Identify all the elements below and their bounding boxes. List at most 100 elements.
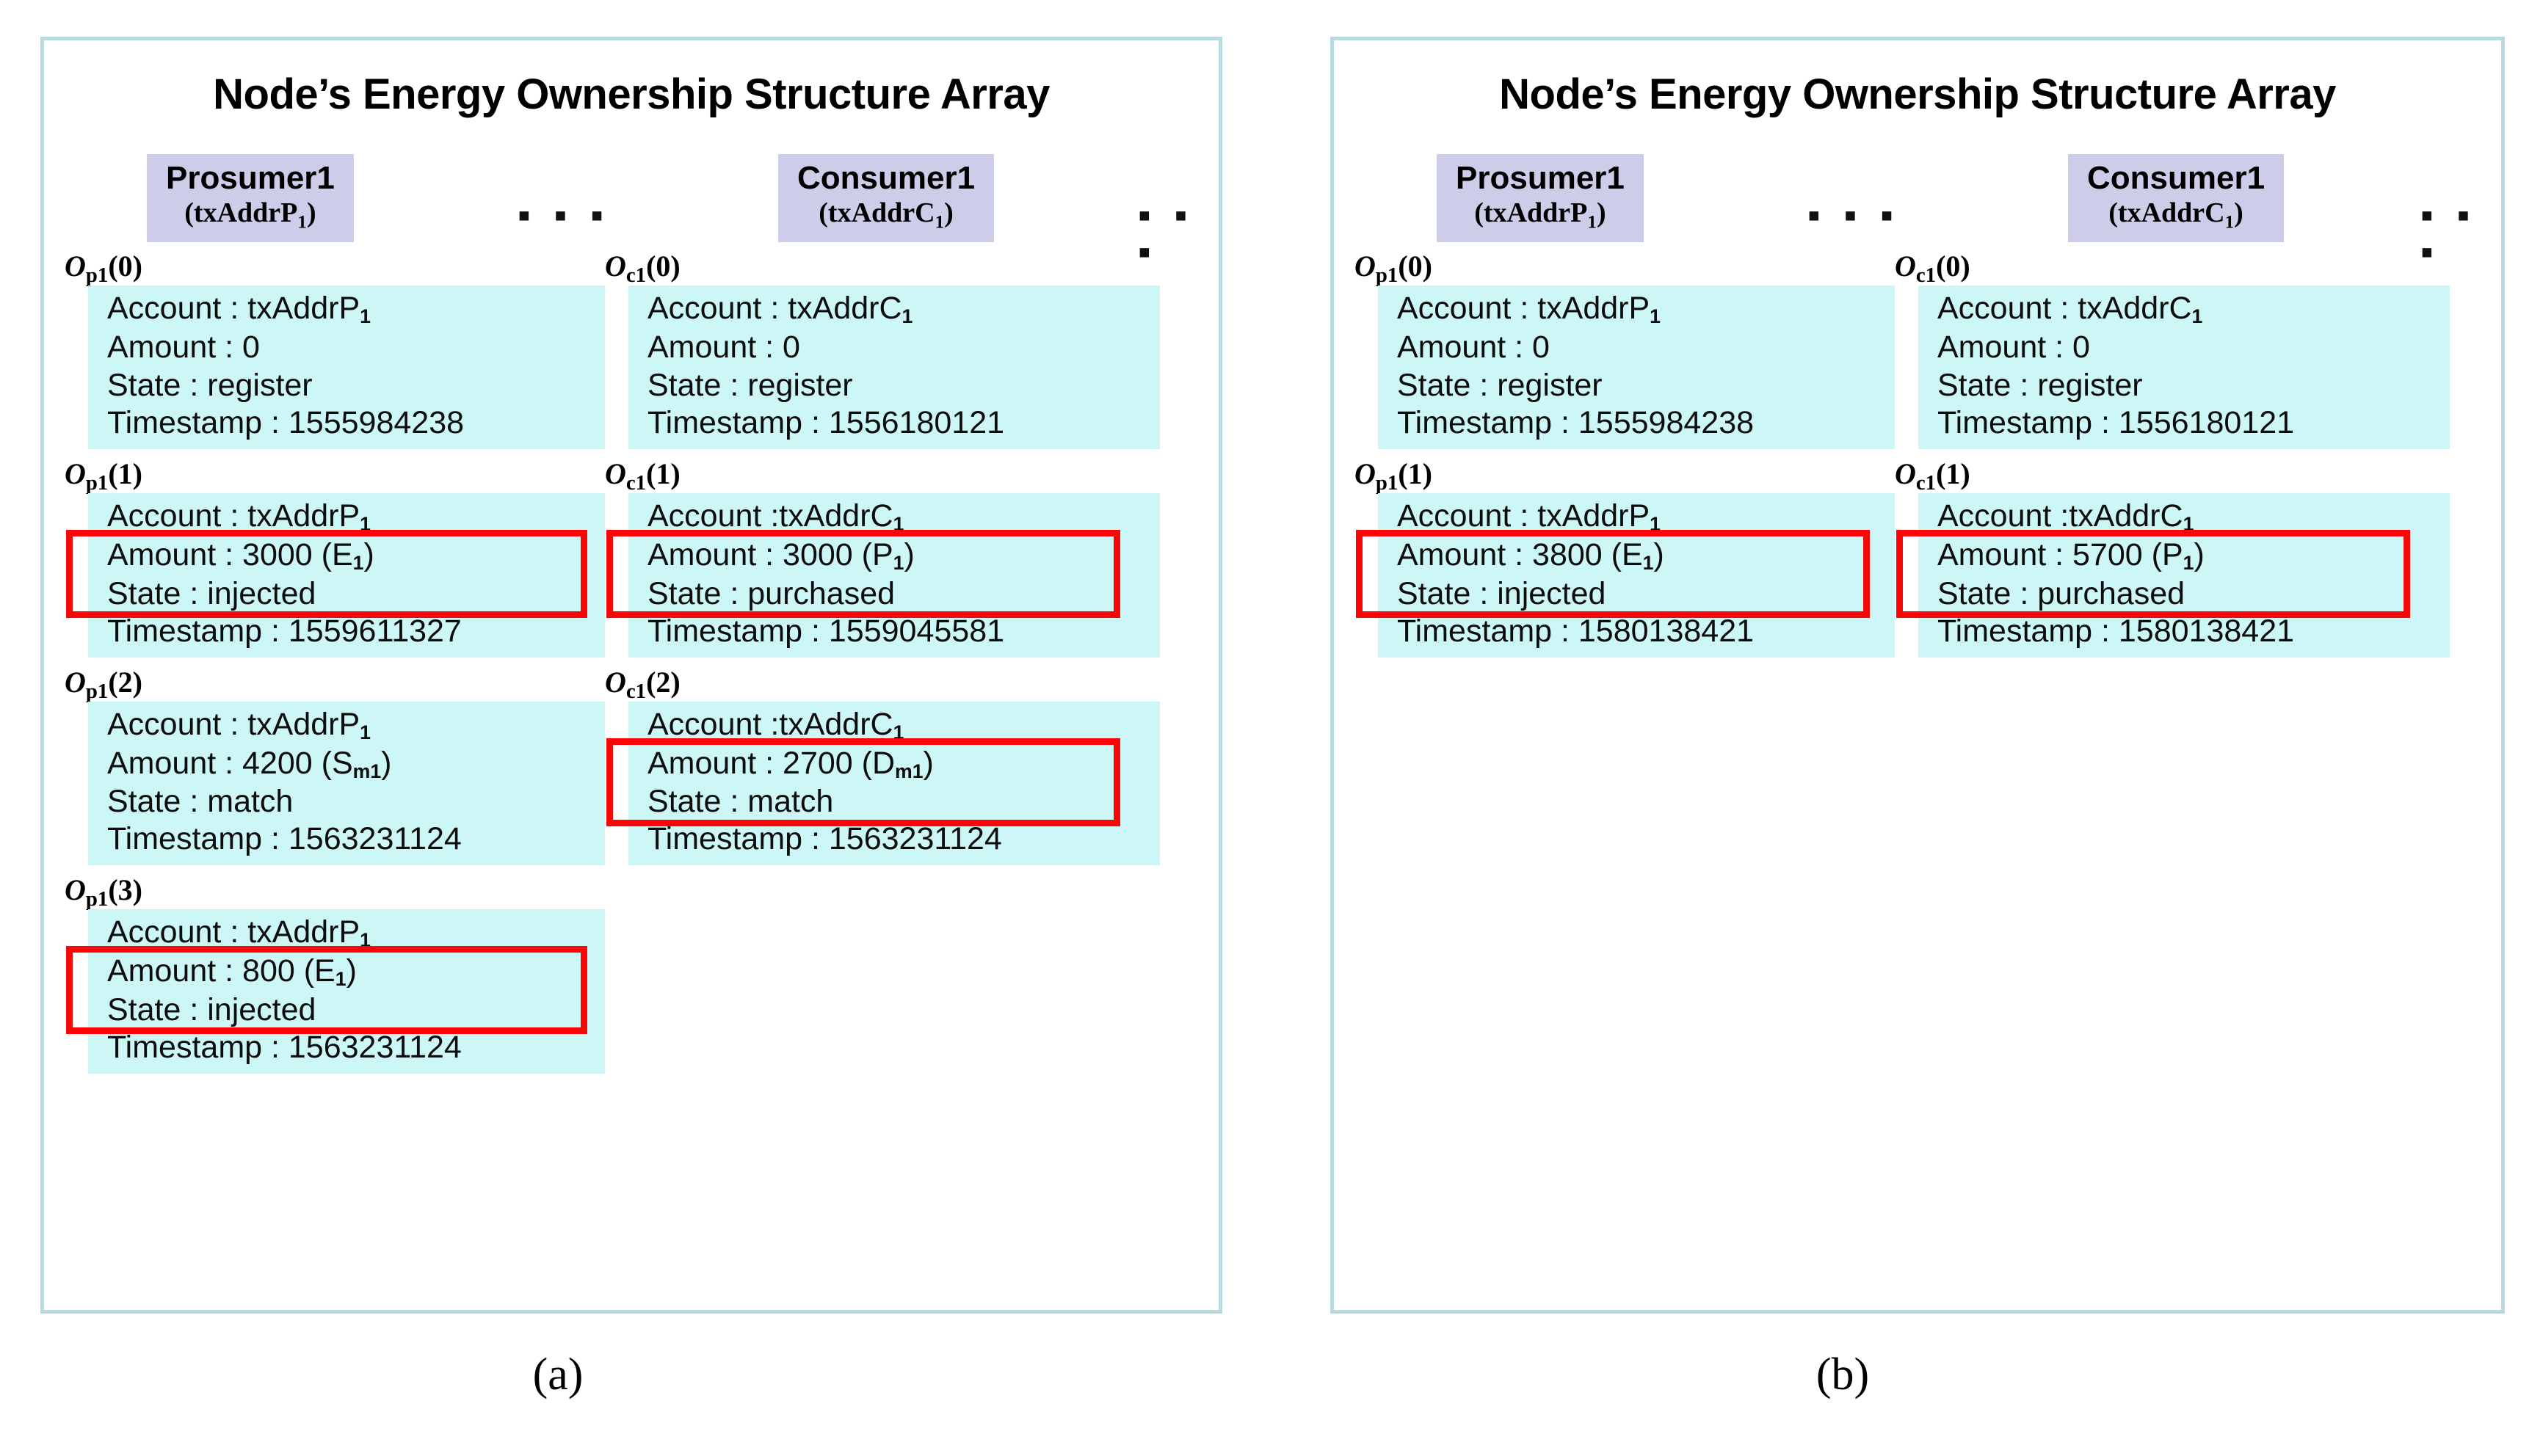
- record-timestamp: Timestamp : 1563231124: [647, 821, 1002, 857]
- ellipsis-consumer-b: ▪ ▪ ▪: [2420, 194, 2477, 272]
- record-amount: Amount : 3000 (P1): [647, 537, 915, 574]
- record-oc1-2[interactable]: Oc1(2) Account :txAddrC1 Amount : 2700 (…: [602, 665, 1160, 866]
- record-state: State : register: [1397, 368, 1603, 404]
- chip-consumer1-a[interactable]: Consumer1 (txAddrC1): [778, 154, 995, 242]
- record-body: Account : txAddrC1 Amount : 0 State : re…: [1918, 285, 2450, 450]
- record-amount: Amount : 5700 (P1): [1937, 537, 2205, 574]
- column-consumer-a: Oc1(0) Account : txAddrC1 Amount : 0 Sta…: [602, 252, 1160, 876]
- record-account: Account : txAddrC1: [647, 291, 913, 327]
- caption-a: (a): [532, 1350, 584, 1399]
- record-amount: Amount : 3800 (E1): [1397, 537, 1664, 574]
- record-state: State : purchased: [647, 575, 896, 611]
- record-body: Account :txAddrC1 Amount : 3000 (P1) Sta…: [606, 493, 1160, 658]
- record-label: Oc1(1): [605, 457, 681, 495]
- ellipsis-consumer-a: ▪ ▪ ▪: [1138, 194, 1194, 272]
- record-state: State : register: [1937, 368, 2143, 404]
- record-account: Account : txAddrC1: [1937, 291, 2203, 327]
- record-account: Account : txAddrP1: [1397, 498, 1661, 536]
- ellipsis-prosumer-b: ▪ ▪ ▪: [1807, 194, 1900, 236]
- record-amount: Amount : 3000 (E1): [107, 537, 374, 574]
- record-op1-1[interactable]: Op1(1) Account : txAddrP1 Amount : 3000 …: [62, 457, 605, 658]
- chip-consumer1-b[interactable]: Consumer1 (txAddrC1): [2068, 154, 2285, 242]
- record-state: State : register: [647, 368, 853, 404]
- record-account: Account : txAddrP1: [107, 706, 371, 743]
- record-op1-3[interactable]: Op1(3) Account : txAddrP1 Amount : 800 (…: [62, 873, 605, 1074]
- record-timestamp: Timestamp : 1556180121: [1937, 405, 2295, 441]
- chip-prosumer1-b-address: (txAddrP1): [1474, 197, 1606, 233]
- record-state: State : injected: [107, 575, 316, 611]
- record-timestamp: Timestamp : 1580138421: [1937, 613, 2295, 649]
- record-account: Account :txAddrC1: [647, 706, 904, 743]
- record-label: Oc1(1): [1895, 457, 1970, 495]
- record-body: Account :txAddrC1 Amount : 2700 (Dm1) St…: [606, 701, 1160, 866]
- panel-b: Node’s Energy Ownership Structure Array …: [1330, 37, 2505, 1314]
- record-state: State : match: [107, 784, 294, 820]
- record-body: Account : txAddrC1 Amount : 0 State : re…: [628, 285, 1160, 450]
- record-state: State : injected: [107, 991, 316, 1027]
- record-account: Account :txAddrC1: [1937, 498, 2194, 536]
- panel-b-title: Node’s Energy Ownership Structure Array: [1499, 70, 2336, 118]
- record-timestamp: Timestamp : 1559045581: [647, 613, 1005, 649]
- record-state: State : injected: [1397, 575, 1606, 611]
- chip-prosumer1-a-name: Prosumer1: [166, 160, 335, 196]
- record-state: State : match: [647, 784, 834, 820]
- record-label: Op1(0): [1354, 250, 1432, 288]
- chip-consumer1-b-address: (txAddrC1): [2108, 197, 2243, 233]
- record-timestamp: Timestamp : 1555984238: [1397, 405, 1755, 441]
- record-label: Op1(2): [65, 665, 142, 703]
- column-prosumer-a: Op1(0) Account : txAddrP1 Amount : 0 Sta…: [62, 252, 605, 1084]
- record-timestamp: Timestamp : 1563231124: [107, 1029, 462, 1065]
- chip-prosumer1-b-name: Prosumer1: [1456, 160, 1625, 196]
- record-label: Op1(1): [65, 457, 142, 495]
- record-amount: Amount : 0: [647, 329, 800, 365]
- record-op1-2[interactable]: Op1(2) Account : txAddrP1 Amount : 4200 …: [62, 665, 605, 866]
- chip-prosumer1-a[interactable]: Prosumer1 (txAddrP1): [147, 154, 354, 242]
- panel-a: Node’s Energy Ownership Structure Array …: [40, 37, 1222, 1314]
- record-account: Account : txAddrP1: [107, 291, 371, 327]
- record-label: Op1(0): [65, 250, 142, 288]
- record-amount: Amount : 800 (E1): [107, 953, 357, 990]
- record-amount: Amount : 0: [1937, 329, 2090, 365]
- chip-prosumer1-b[interactable]: Prosumer1 (txAddrP1): [1437, 154, 1644, 242]
- record-timestamp: Timestamp : 1555984238: [107, 405, 465, 441]
- record-state: State : register: [107, 368, 313, 404]
- record-op1-1[interactable]: Op1(1) Account : txAddrP1 Amount : 3800 …: [1352, 457, 1895, 658]
- record-label: Oc1(0): [1895, 250, 1970, 288]
- column-prosumer-b: Op1(0) Account : txAddrP1 Amount : 0 Sta…: [1352, 252, 1895, 668]
- chip-consumer1-a-name: Consumer1: [797, 160, 976, 196]
- record-label: Oc1(0): [605, 250, 681, 288]
- record-amount: Amount : 2700 (Dm1): [647, 745, 934, 782]
- record-label: Oc1(2): [605, 665, 681, 703]
- record-timestamp: Timestamp : 1563231124: [107, 821, 462, 857]
- record-oc1-1[interactable]: Oc1(1) Account :txAddrC1 Amount : 3000 (…: [602, 457, 1160, 658]
- record-body: Account :txAddrC1 Amount : 5700 (P1) Sta…: [1896, 493, 2450, 658]
- chip-consumer1-b-name: Consumer1: [2087, 160, 2266, 196]
- ellipsis-prosumer-a: ▪ ▪ ▪: [518, 194, 610, 236]
- chip-prosumer1-a-address: (txAddrP1): [184, 197, 316, 233]
- record-body: Account : txAddrP1 Amount : 800 (E1) Sta…: [66, 909, 605, 1074]
- record-oc1-0[interactable]: Oc1(0) Account : txAddrC1 Amount : 0 Sta…: [1892, 250, 2450, 450]
- panel-b-chip-row: Prosumer1 (txAddrP1) ▪ ▪ ▪ Consumer1 (tx…: [1334, 154, 2501, 270]
- record-amount: Amount : 0: [1397, 329, 1550, 365]
- record-body: Account : txAddrP1 Amount : 3000 (E1) St…: [66, 493, 605, 658]
- record-amount: Amount : 0: [107, 329, 260, 365]
- record-body: Account : txAddrP1 Amount : 0 State : re…: [88, 285, 605, 450]
- record-timestamp: Timestamp : 1556180121: [647, 405, 1005, 441]
- record-label: Op1(3): [65, 873, 142, 911]
- record-account: Account : txAddrP1: [107, 914, 371, 952]
- record-oc1-0[interactable]: Oc1(0) Account : txAddrC1 Amount : 0 Sta…: [602, 250, 1160, 450]
- column-consumer-b: Oc1(0) Account : txAddrC1 Amount : 0 Sta…: [1892, 252, 2450, 668]
- record-op1-0[interactable]: Op1(0) Account : txAddrP1 Amount : 0 Sta…: [62, 250, 605, 450]
- chip-consumer1-a-address: (txAddrC1): [819, 197, 954, 233]
- panel-a-title: Node’s Energy Ownership Structure Array: [213, 70, 1050, 118]
- record-account: Account : txAddrP1: [107, 498, 371, 536]
- record-label: Op1(1): [1354, 457, 1432, 495]
- record-body: Account : txAddrP1 Amount : 0 State : re…: [1378, 285, 1895, 450]
- record-timestamp: Timestamp : 1559611327: [107, 613, 462, 649]
- record-oc1-1[interactable]: Oc1(1) Account :txAddrC1 Amount : 5700 (…: [1892, 457, 2450, 658]
- caption-b: (b): [1815, 1350, 1870, 1399]
- record-amount: Amount : 4200 (Sm1): [107, 745, 392, 782]
- record-state: State : purchased: [1937, 575, 2185, 611]
- record-op1-0[interactable]: Op1(0) Account : txAddrP1 Amount : 0 Sta…: [1352, 250, 1895, 450]
